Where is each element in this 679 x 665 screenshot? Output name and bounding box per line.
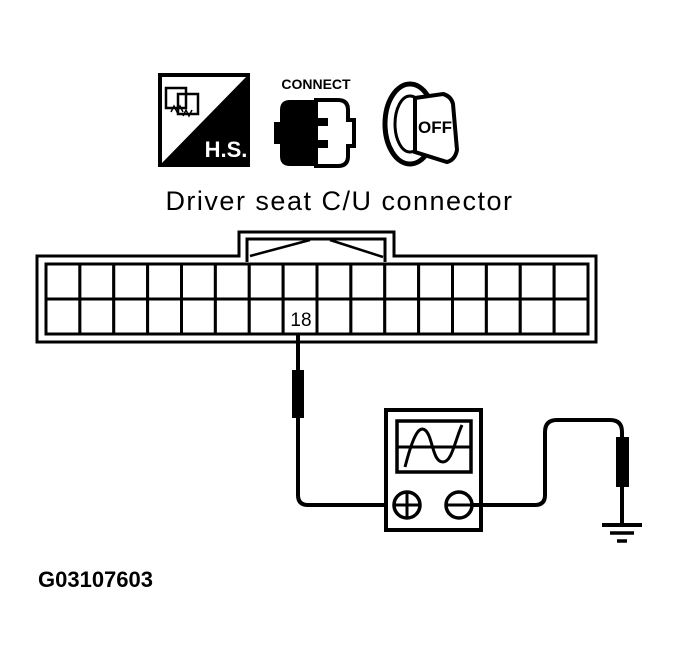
terminal-cavity (518, 297, 556, 336)
connect-label: CONNECT (281, 76, 351, 92)
terminal-cavity (146, 262, 183, 301)
terminal-cavity (315, 297, 353, 336)
connector-lock-tab (245, 237, 387, 262)
terminal-grid (44, 262, 590, 336)
terminal-cavity (213, 297, 251, 336)
ignition-switch-off-icon: OFF (382, 81, 460, 167)
harness-connector-icon: H.S. (158, 73, 250, 167)
positive-terminal (392, 490, 422, 520)
terminal-cavity (451, 297, 488, 336)
terminal-cavity (552, 262, 590, 301)
terminal-cavity (451, 262, 488, 301)
negative-terminal (444, 490, 474, 520)
terminal-cavity (417, 297, 454, 336)
terminal-number: 18 (290, 310, 311, 331)
terminal-cavity (247, 262, 285, 301)
terminal-cavity (44, 297, 82, 336)
terminal-cavity (349, 297, 387, 336)
terminal-cavity (78, 262, 116, 301)
terminal-cavity (552, 297, 590, 336)
terminal-cavity (213, 262, 251, 301)
off-label: OFF (418, 118, 452, 137)
connector-title: Driver seat C/U connector (165, 186, 514, 216)
terminal-cavity (315, 262, 353, 301)
terminal-cavity (417, 262, 454, 301)
figure-id: G03107603 (38, 567, 153, 592)
connector-lock-ramp (249, 238, 384, 259)
positive-probe (292, 334, 395, 507)
oscilloscope-tester (384, 408, 483, 532)
terminal-cavity (281, 262, 319, 301)
ground-icon (602, 523, 642, 543)
terminal-cavity (78, 297, 116, 336)
terminal-cavity (146, 297, 183, 336)
connect-icon: CONNECT (274, 76, 356, 168)
terminal-cavity (112, 262, 150, 301)
terminal-cavity (349, 262, 387, 301)
terminal-cavity (180, 262, 217, 301)
waveform-icon (403, 424, 464, 468)
terminal-cavity (383, 297, 421, 336)
negative-probe (472, 418, 629, 524)
terminal-cavity (484, 297, 522, 336)
terminal-cavity (518, 262, 556, 301)
terminal-cavity (484, 262, 522, 301)
hs-label: H.S. (205, 137, 248, 162)
terminal-cavity (112, 297, 150, 336)
terminal-cavity (383, 262, 421, 301)
terminal-cavity (247, 297, 285, 336)
connector-housing (35, 230, 598, 344)
terminal-cavity (44, 262, 82, 301)
terminal-cavity (180, 297, 217, 336)
